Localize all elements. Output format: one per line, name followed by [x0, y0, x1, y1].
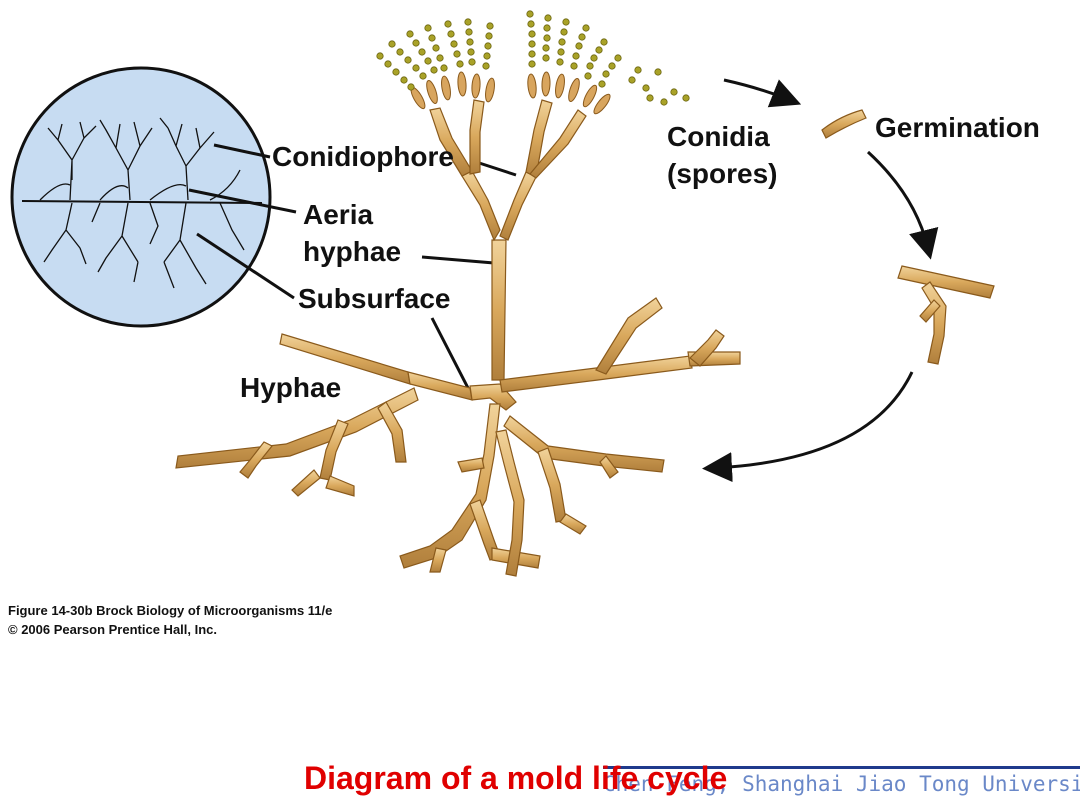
label-hyphae-2: hyphae: [303, 236, 402, 267]
figure-caption: Figure 14-30b Brock Biology of Microorga…: [8, 603, 333, 618]
label-hyphae: Hyphae: [240, 372, 342, 403]
leader-lines: [188, 143, 517, 389]
label-germination: Germination: [875, 112, 1040, 143]
label-subsurface: Subsurface: [298, 283, 451, 314]
vegetative-hyphae: [175, 297, 741, 577]
footer-university: Chen Feng, Shanghai Jiao Tong University: [603, 772, 1080, 796]
phialides: [410, 71, 611, 115]
slide-title: Diagram of a mold life cycle: [304, 760, 728, 796]
colony-cross-section: [10, 66, 272, 328]
cycle-arrows: [702, 78, 939, 483]
footer-rule: [603, 766, 1080, 769]
germinating-spores: [821, 109, 995, 365]
copyright-line: © 2006 Pearson Prentice Hall, Inc.: [8, 622, 218, 637]
label-conidia: Conidia: [667, 121, 770, 152]
label-aerial: Aeria: [303, 199, 374, 230]
label-spores: (spores): [667, 158, 778, 189]
spore-chains: [376, 10, 690, 106]
conidiophore-structure: [429, 99, 587, 381]
label-conidiophore: Conidiophore: [272, 141, 454, 172]
